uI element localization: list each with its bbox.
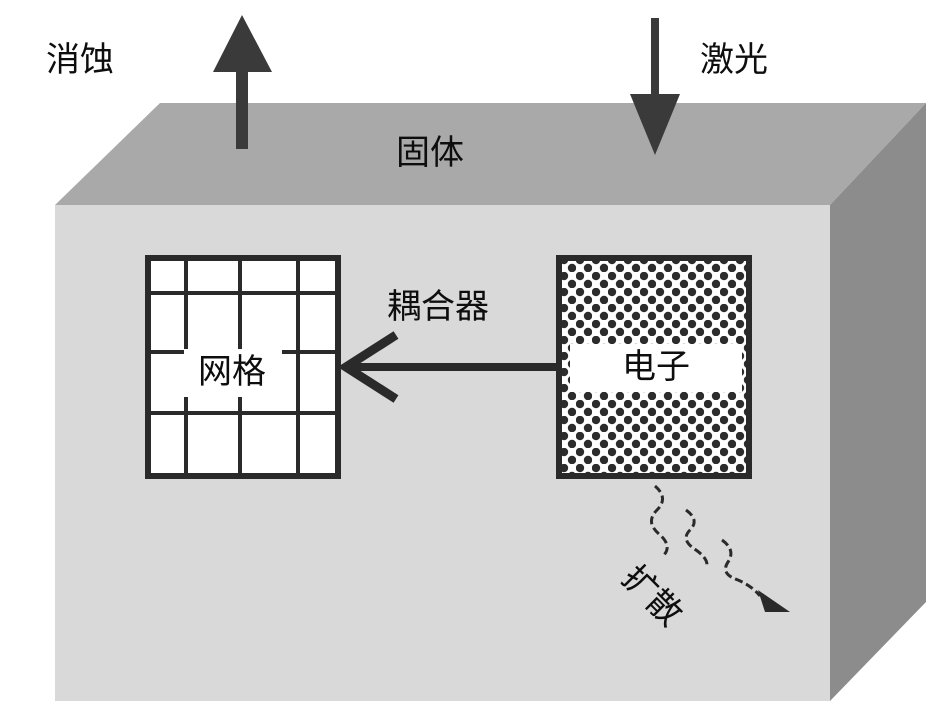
electron-label: 电子 <box>570 344 742 392</box>
block-top-face <box>55 103 926 205</box>
laser-label: 激光 <box>700 40 768 80</box>
lattice-label: 网格 <box>184 349 282 397</box>
solid-label: 固体 <box>396 133 464 173</box>
ablation-arrow <box>213 15 272 149</box>
diffusion-arrow <box>650 484 790 612</box>
ablation-label: 消蚀 <box>46 40 114 80</box>
block-side-face <box>830 103 926 701</box>
coupling-arrow <box>337 331 559 403</box>
laser-arrow <box>630 18 680 155</box>
coupler-label: 耦合器 <box>387 287 489 327</box>
